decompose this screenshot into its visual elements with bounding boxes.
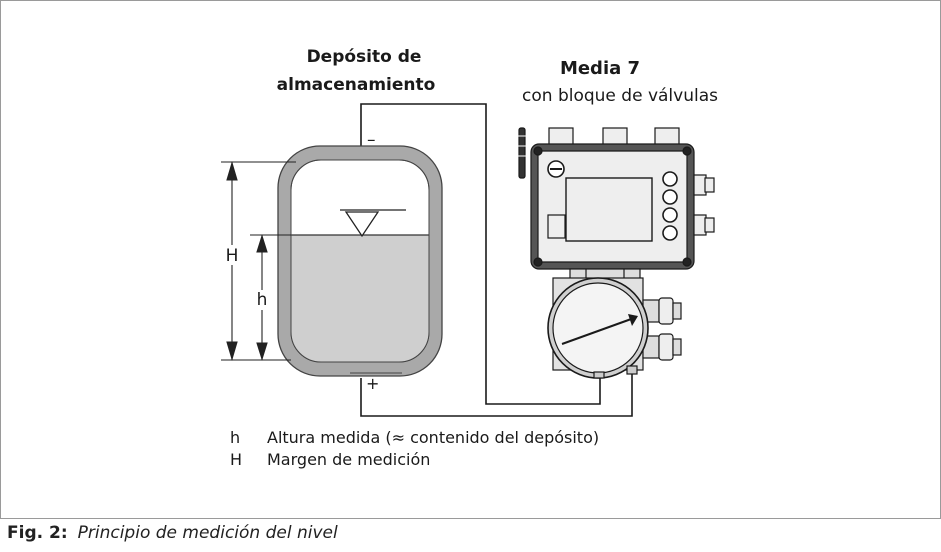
key-button-icon (662, 225, 678, 241)
legend-text-H: Margen de medición (267, 450, 430, 469)
liquid-level-symbol (340, 209, 406, 238)
storage-tank (277, 145, 443, 377)
plus-pressure-line (360, 372, 633, 417)
display-screen (565, 177, 653, 242)
small-window (547, 214, 566, 239)
minus-pressure-line (360, 103, 601, 405)
legend-text-h: Altura medida (≈ contenido del depósito) (267, 428, 599, 447)
level-measurement-diagram: Depósito de almacenamiento Media 7 con b… (221, 47, 718, 469)
legend-symbol-h: h (230, 428, 240, 447)
tank-inner-outline (290, 159, 430, 363)
level-height-label: h (257, 290, 268, 310)
tank-title-line1: Depósito de (307, 47, 422, 67)
total-height-label: H (226, 246, 239, 266)
key-button-icon (662, 189, 678, 205)
gauge-needle (561, 317, 635, 345)
tank-liquid (291, 235, 429, 362)
key-button-icon (662, 207, 678, 223)
tank-title-line2: almacenamiento (277, 75, 436, 95)
minus-sign: – (367, 130, 376, 150)
legend-symbol-H: H (230, 450, 242, 469)
caption-text: Principio de medición del nivel (77, 523, 338, 543)
device-subtitle: con bloque de válvulas (522, 86, 718, 106)
media7-device (516, 127, 715, 379)
figure-caption: Fig. 2: Principio de medición del nivel (7, 523, 338, 543)
antenna-icon (518, 127, 526, 179)
caption-number: Fig. 2: (7, 523, 68, 543)
caption-divider (0, 518, 941, 519)
key-button-icon (662, 171, 678, 187)
pressure-lines (360, 103, 633, 417)
device-title: Media 7 (560, 58, 640, 79)
plus-sign: + (366, 374, 379, 393)
